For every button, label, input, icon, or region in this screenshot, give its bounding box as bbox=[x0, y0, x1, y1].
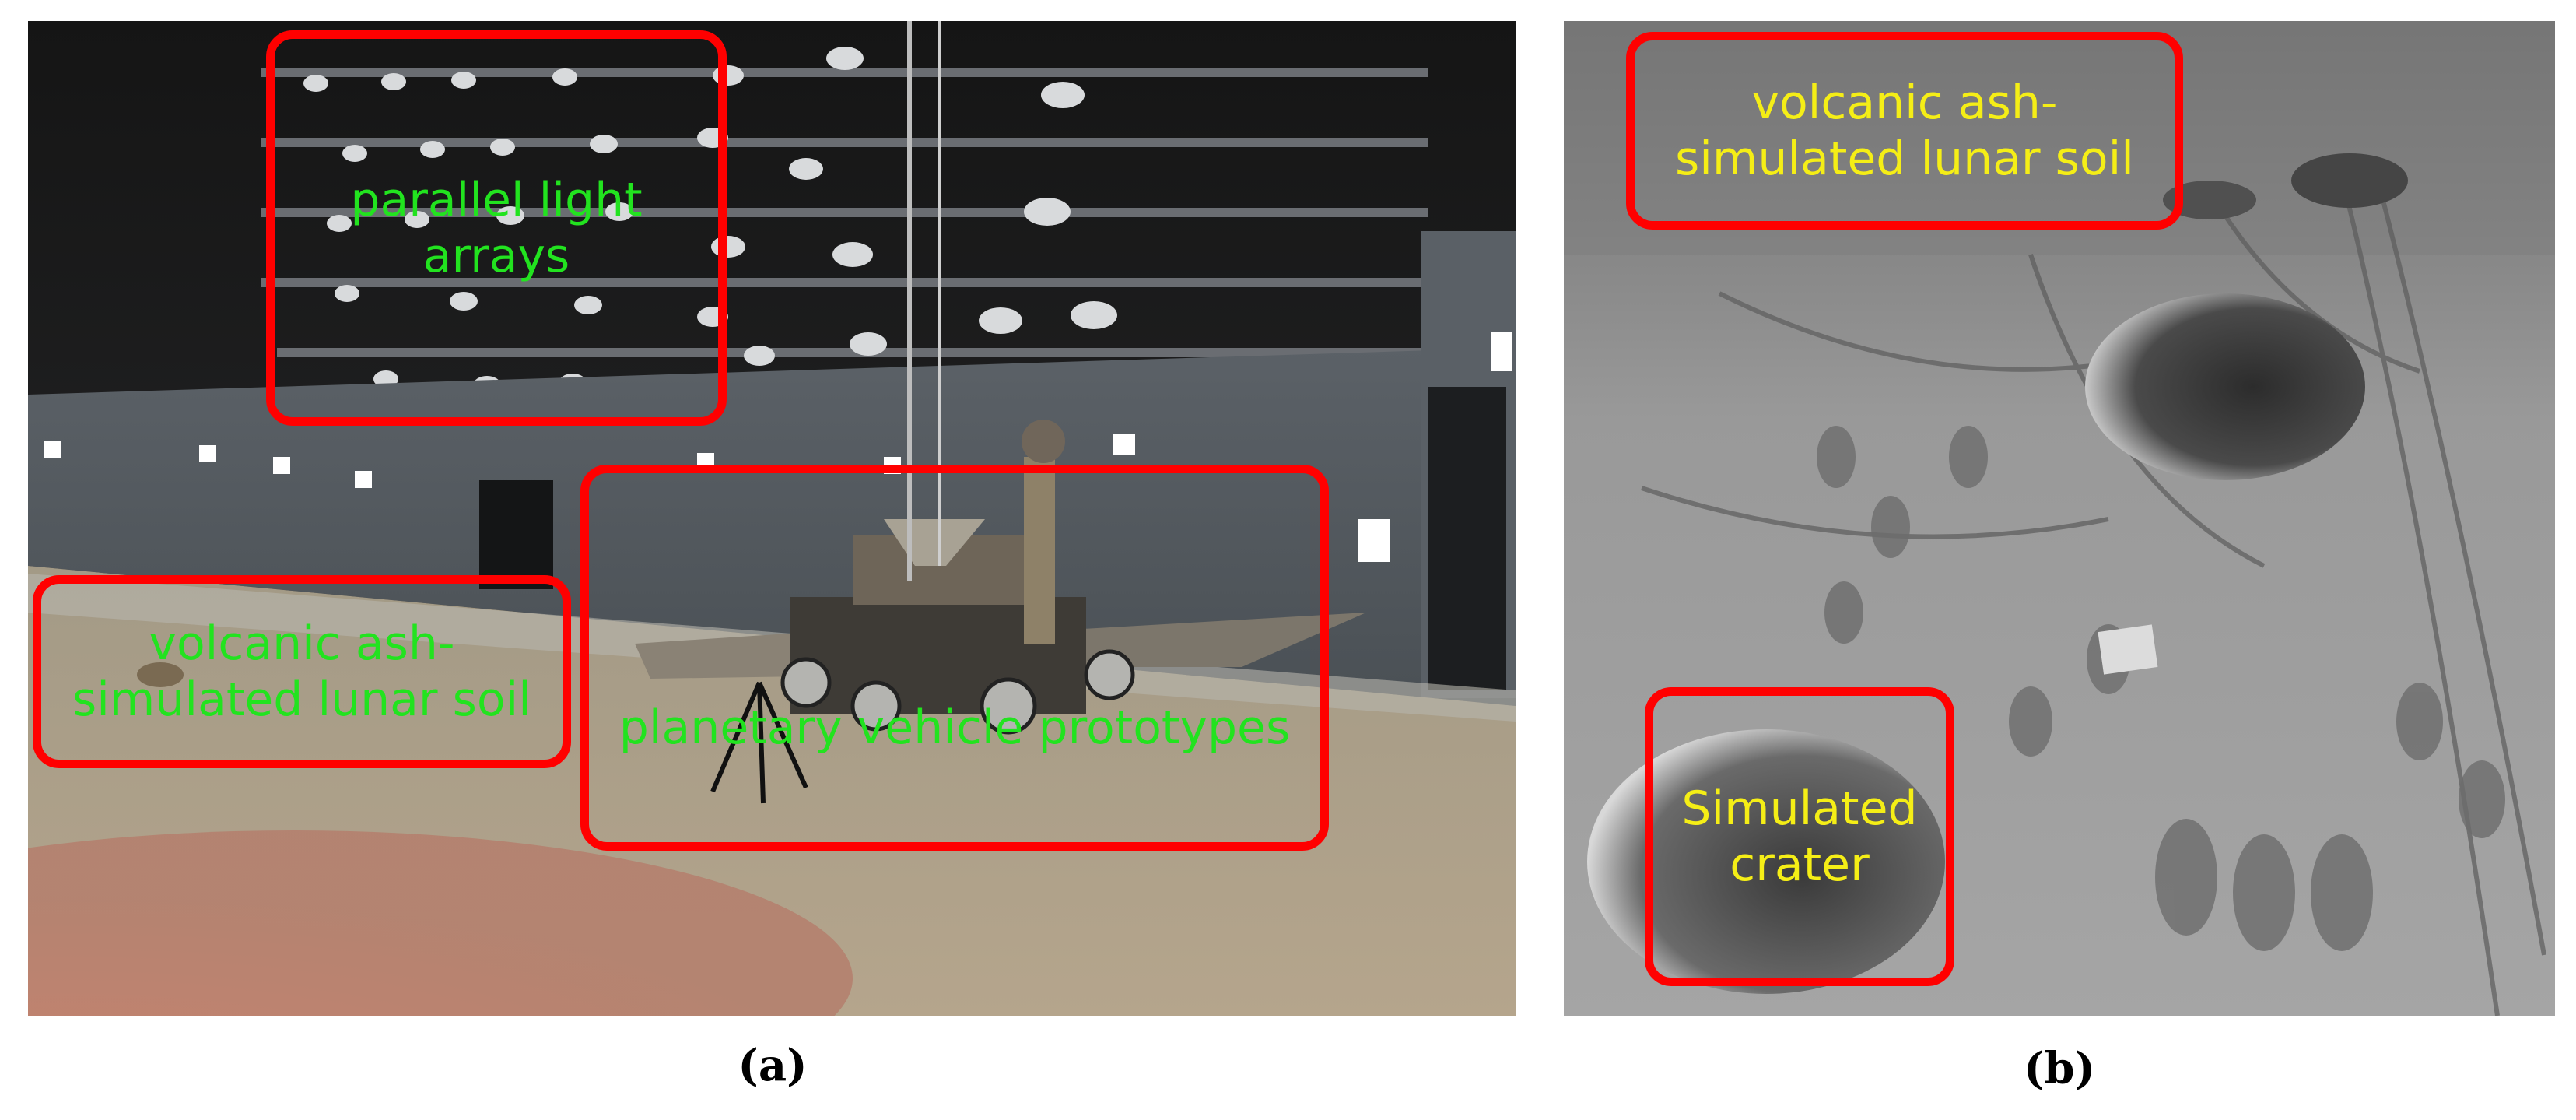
caption-a: (a) bbox=[738, 1040, 808, 1091]
simulated-crater-box: Simulated crater bbox=[1645, 687, 1954, 986]
light-arrays-box: parallel light arrays bbox=[266, 30, 727, 426]
caption-b: (b) bbox=[2023, 1043, 2096, 1094]
simulated-crater-label: Simulated crater bbox=[1681, 781, 1918, 892]
vehicle-prototypes-box: planetary vehicle prototypes bbox=[580, 465, 1329, 851]
test-hall-photo bbox=[28, 21, 1516, 1016]
vehicle-prototypes-label: planetary vehicle prototypes bbox=[619, 700, 1291, 755]
lunar-soil-label-b: volcanic ash- simulated lunar soil bbox=[1675, 75, 2134, 186]
light-arrays-label: parallel light arrays bbox=[350, 173, 643, 283]
lunar-soil-label-a: volcanic ash- simulated lunar soil bbox=[72, 616, 531, 727]
lunar-surface-photo bbox=[1564, 21, 2555, 1016]
lunar-soil-box-b: volcanic ash- simulated lunar soil bbox=[1626, 32, 2183, 230]
lunar-soil-box-a: volcanic ash- simulated lunar soil bbox=[33, 575, 571, 768]
photo-panel-a: parallel light arrays volcanic ash- simu… bbox=[28, 21, 1516, 1016]
photo-panel-b: volcanic ash- simulated lunar soil Simul… bbox=[1564, 21, 2555, 1016]
